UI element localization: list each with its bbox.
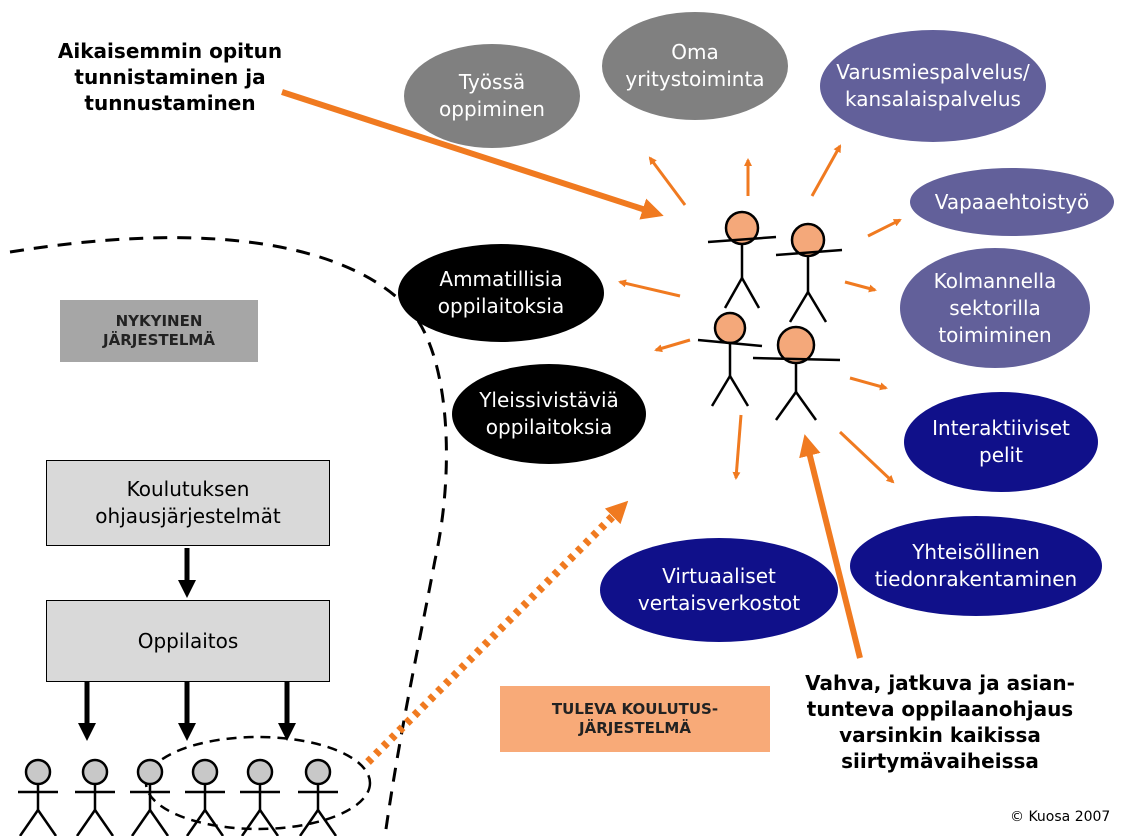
recognition-arrow bbox=[281, 89, 664, 220]
learner-figures-current bbox=[18, 758, 338, 836]
prior-learning-callout: Aikaisemmin opitun tunnistaminen ja tunn… bbox=[57, 39, 283, 115]
education-steering-box: Koulutuksen ohjausjärjestelmät bbox=[46, 460, 330, 546]
guidance-callout: Vahva, jatkuva ja asian- tunteva oppilaa… bbox=[805, 671, 1075, 773]
oval-kolmannella-sektorilla: Kolmannella sektorilla toimiminen bbox=[900, 248, 1090, 368]
oppilaitos-box: Oppilaitos bbox=[46, 600, 330, 682]
oval-interaktiiviset-pelit: Interaktiiviset pelit bbox=[904, 392, 1098, 492]
oval-oma-yritystoiminta: Oma yritystoiminta bbox=[602, 12, 788, 120]
current-system-label: NYKYINEN JÄRJESTELMÄ bbox=[60, 300, 258, 362]
oval-ammatillisia-oppilaitoksia: Ammatillisia oppilaitoksia bbox=[398, 244, 604, 342]
radiating-arrows bbox=[618, 144, 902, 484]
oval-tyossa-oppiminen: Työssä oppiminen bbox=[404, 44, 580, 148]
learner-figures-future bbox=[697, 210, 843, 421]
oval-yleissivistavia-oppilaitoksia: Yleissivistäviä oppilaitoksia bbox=[452, 364, 646, 464]
oval-varusmiespalvelus: Varusmiespalvelus/ kansalaispalvelus bbox=[820, 30, 1046, 142]
system-boundary-line bbox=[9, 236, 448, 836]
copyright-text: © Kuosa 2007 bbox=[1010, 809, 1111, 825]
future-system-label: TULEVA KOULUTUS- JÄRJESTELMÄ bbox=[500, 686, 770, 752]
oval-virtuaaliset-vertaisverkostot: Virtuaaliset vertaisverkostot bbox=[600, 538, 838, 642]
oval-vapaaehtoistyo: Vapaaehtoistyö bbox=[910, 168, 1114, 236]
oval-yhteisollinen-tiedonrakentaminen: Yhteisöllinen tiedonrakentaminen bbox=[850, 516, 1102, 616]
current-system-arrows bbox=[78, 548, 296, 741]
guidance-arrow bbox=[799, 434, 863, 659]
